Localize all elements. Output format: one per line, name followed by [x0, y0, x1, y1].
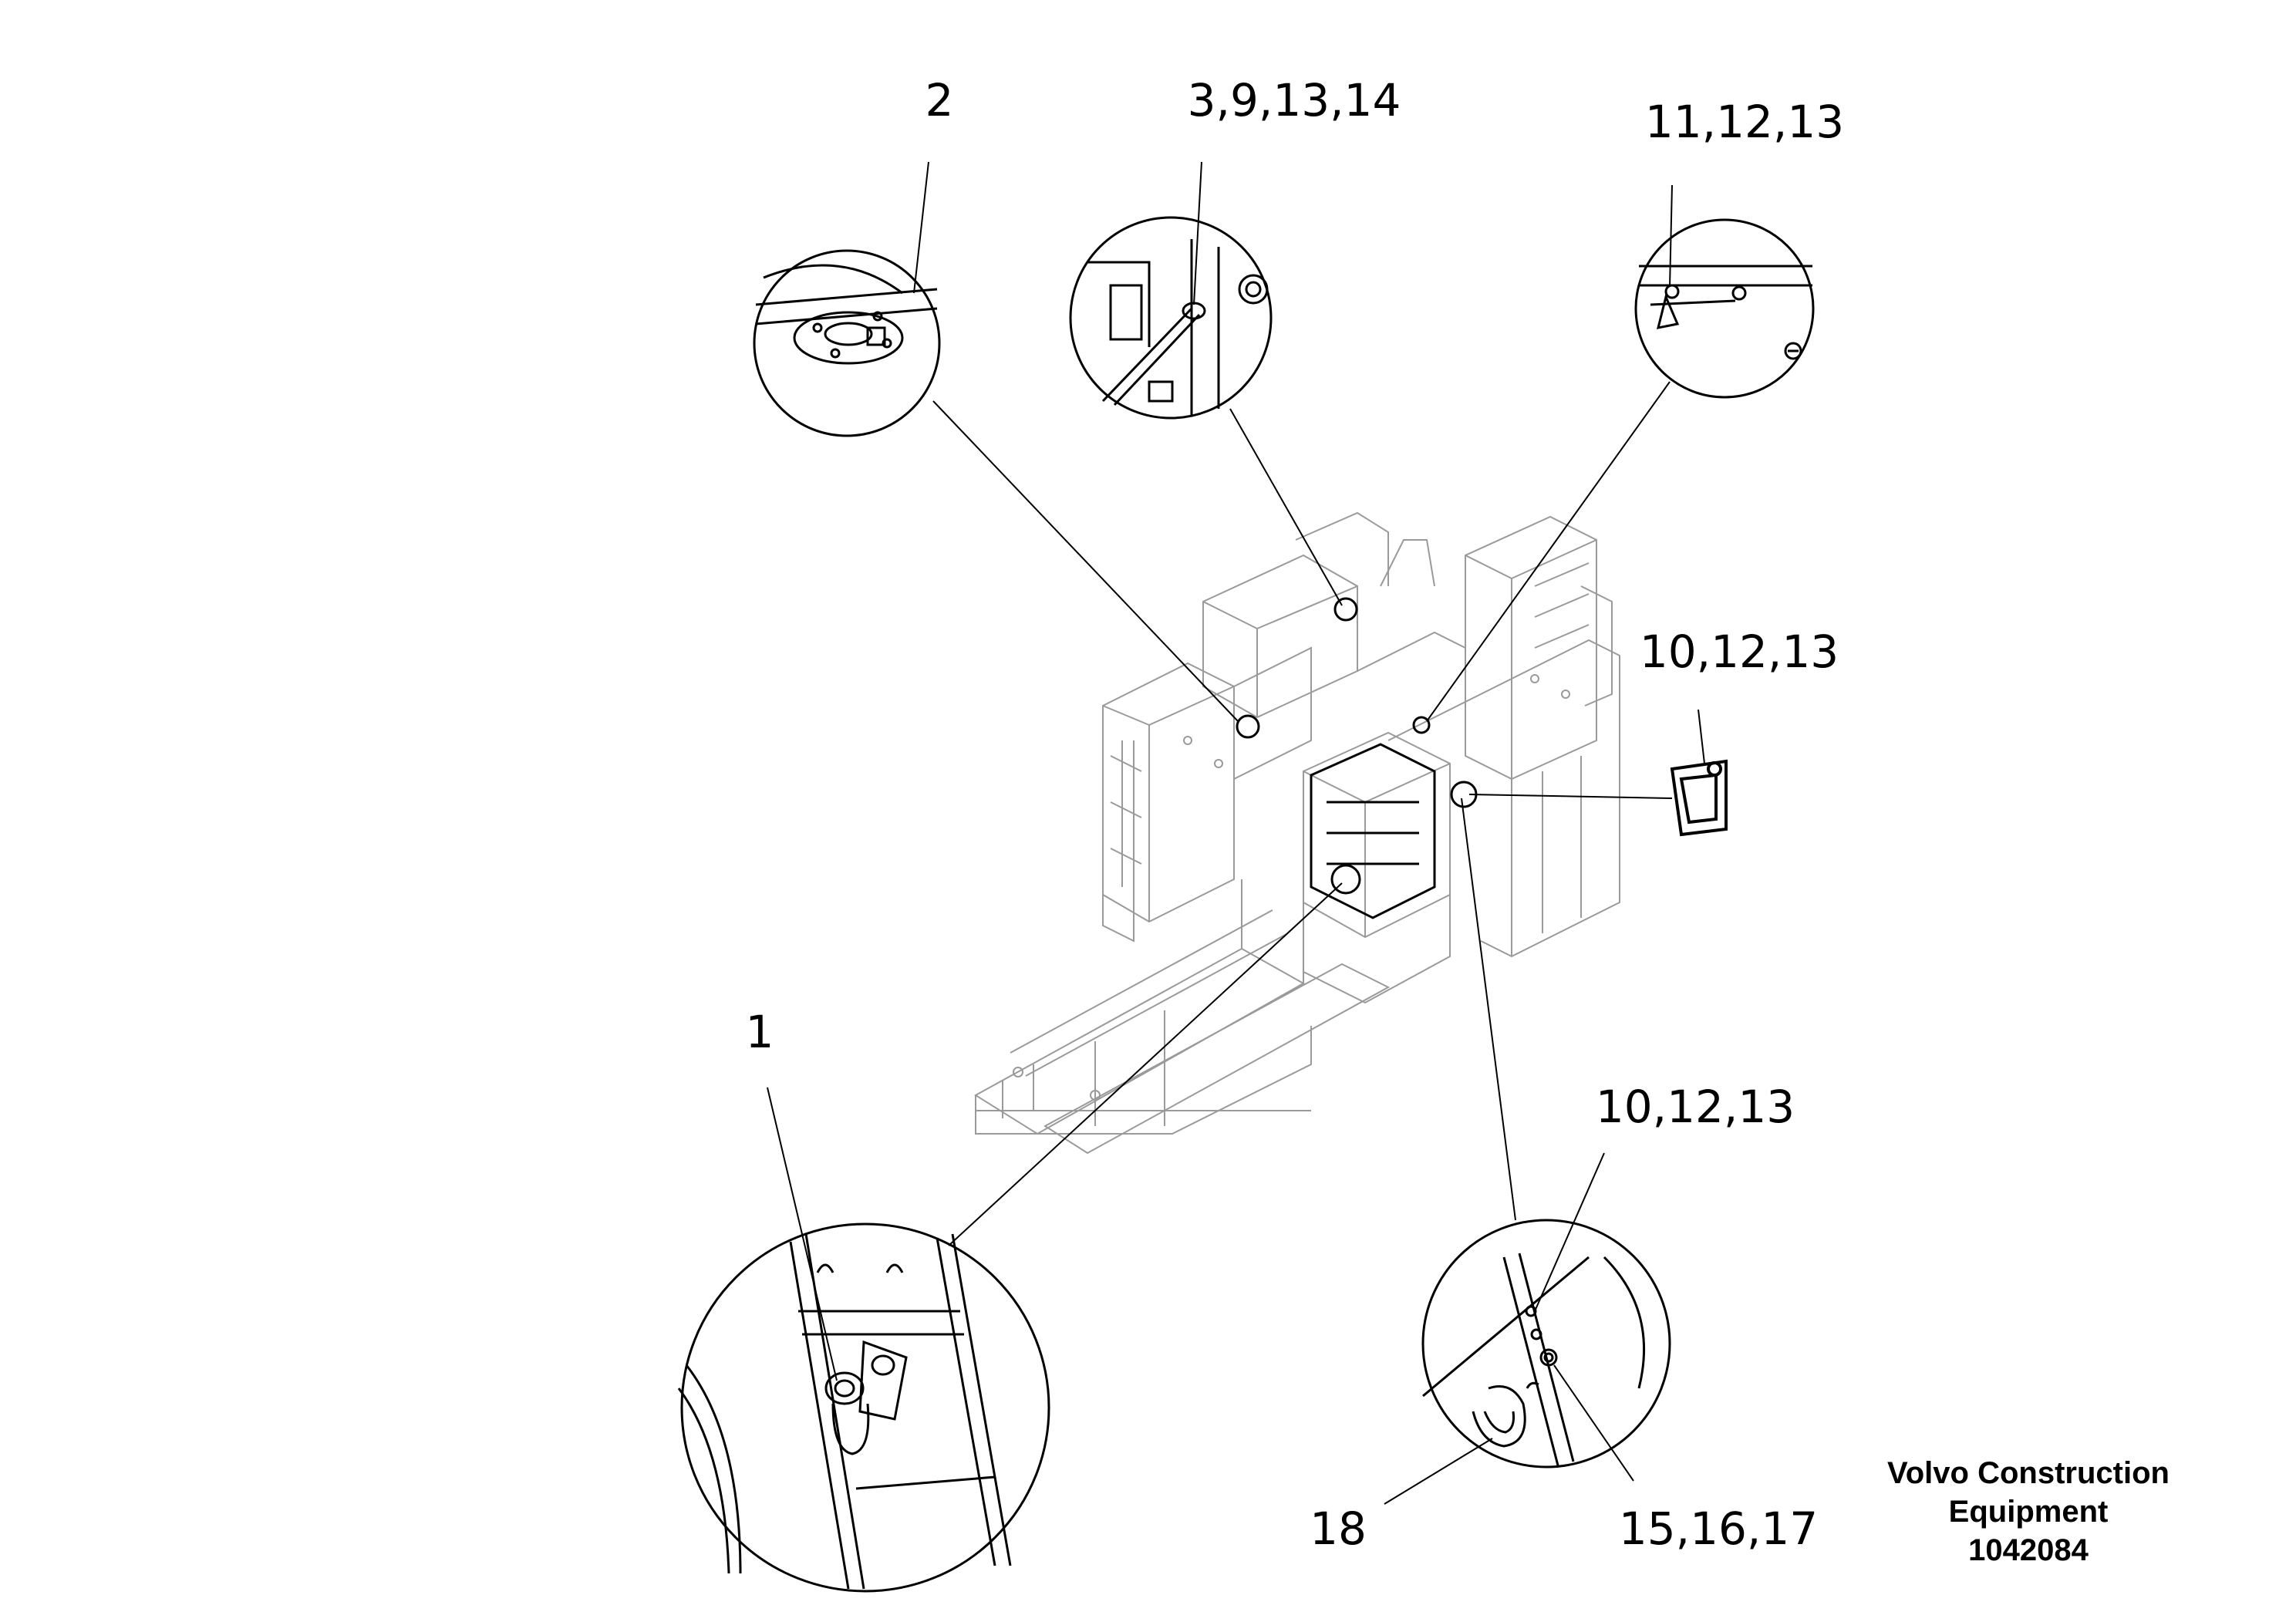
engine-block: [1303, 731, 1451, 939]
leader-10-12-13-upper-label: [1698, 709, 1705, 764]
leader-1-part: [948, 882, 1343, 1246]
part-marker-top-left: [1236, 714, 1260, 739]
leader-11-12-13-part: [1426, 381, 1671, 722]
leader-10-12-13-lower-label: [1534, 1152, 1605, 1312]
callout-10-12-13-lower: 10,12,13: [1596, 1081, 1795, 1133]
highlighted-components: [1236, 597, 1478, 919]
leader-11-12-13-label: [1669, 184, 1673, 288]
leader-2-part: [932, 400, 1239, 722]
detail-circle-3-9-13-14: [1069, 216, 1273, 420]
part-marker-center: [1330, 864, 1361, 895]
machine-frame-assembly: [974, 511, 1620, 1155]
callout-3-9-13-14: 3,9,13,14: [1188, 74, 1401, 126]
base-rail-front: [975, 1026, 1312, 1135]
part-marker-upper: [1333, 597, 1358, 622]
leader-lower-right-part: [1461, 798, 1516, 1221]
caption-company-line2: Equipment: [1948, 1495, 2109, 1529]
engine-component: [1310, 743, 1436, 919]
base-rail-mid: [1043, 963, 1391, 1155]
leader-lines: [767, 161, 1705, 1505]
frame-left-wall: [1102, 717, 1135, 943]
detail-circle-1: [677, 1222, 1050, 1593]
callout-18: 18: [1310, 1502, 1367, 1555]
caption-company: Volvo Construction: [1887, 1456, 2170, 1490]
callout-1: 1: [746, 1006, 774, 1058]
leader-3-9-13-14-part: [1229, 408, 1343, 606]
leader-18-label: [1384, 1438, 1493, 1505]
detail-circle-lower-right: [1421, 1219, 1671, 1469]
drawing-caption: Volvo Construction Equipment 1042084: [1828, 1454, 2229, 1570]
part-marker-top-right: [1412, 716, 1431, 734]
frame-right-rail: [1387, 639, 1620, 958]
frame-upper-center: [1202, 554, 1358, 719]
callout-15-16-17: 15,16,17: [1619, 1502, 1818, 1555]
leader-2-label: [913, 161, 929, 294]
leader-3-9-13-14-label: [1193, 161, 1202, 305]
callout-11-12-13: 11,12,13: [1645, 96, 1844, 148]
callout-2: 2: [925, 74, 954, 126]
leader-15-16-17-label: [1553, 1364, 1634, 1482]
detail-circle-2: [753, 249, 941, 437]
frame-right-tower: [1465, 515, 1597, 781]
detail-circle-11-12-13: [1634, 218, 1815, 399]
callout-labels: 2 3,9,13,14 11,12,13 10,12,13 1 10,12,13…: [746, 74, 1845, 1555]
leader-1-label: [767, 1087, 838, 1381]
leader-10-12-13-upper-part: [1468, 794, 1673, 799]
component-10-12-13-upper: [1670, 759, 1728, 837]
base-rail-left: [974, 947, 1306, 1135]
caption-drawing-number: 1042084: [1968, 1533, 2089, 1567]
callout-10-12-13-upper: 10,12,13: [1640, 626, 1839, 678]
